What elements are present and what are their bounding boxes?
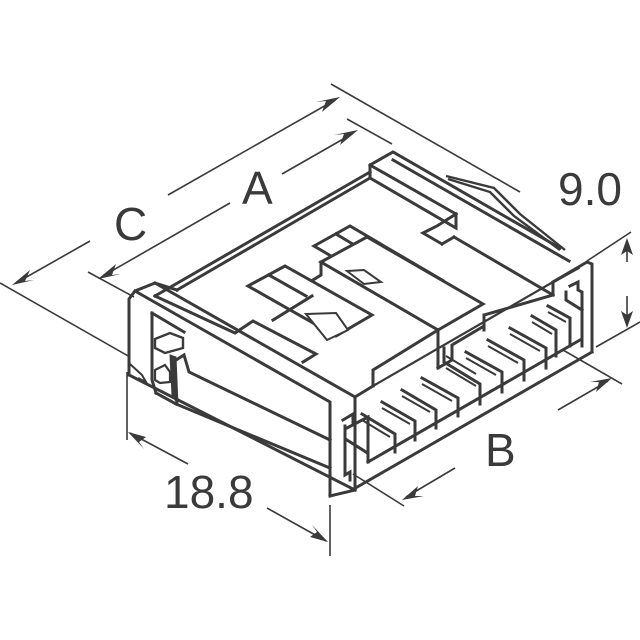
top-deck-right-edge	[451, 234, 556, 298]
arrow-head	[316, 97, 340, 112]
arrow-head	[98, 264, 121, 279]
arrow-head	[310, 525, 328, 542]
dimension-a-line-upper	[281, 133, 353, 175]
dimension-height-label: 9.0	[558, 163, 622, 215]
dimension-c: C	[0, 83, 521, 358]
rear-block-top	[368, 150, 563, 251]
arrow-head	[402, 486, 424, 500]
arrow-head	[12, 270, 34, 285]
latch-spring-upper	[173, 352, 333, 443]
rear-block-ridge	[367, 162, 459, 217]
latch-block	[153, 331, 185, 355]
dimension-a-extension-left	[87, 271, 135, 298]
right-tower-slot	[567, 279, 584, 348]
arrow-head	[334, 130, 358, 145]
latch-spring-inner	[447, 177, 561, 251]
dimension-a: A	[87, 118, 393, 298]
dimension-b-extension-left	[352, 473, 405, 507]
front-top-ledge	[352, 383, 376, 400]
middle-step-line	[372, 281, 554, 387]
top-deck-back-edge	[174, 175, 373, 293]
dimension-depth: 18.8	[126, 372, 331, 556]
bottom-front-edge	[349, 349, 595, 493]
dimension-height-extension-top	[586, 231, 632, 262]
latch-hook	[129, 363, 149, 385]
dimension-a-line-lower	[102, 202, 231, 277]
front-tab-divider	[266, 272, 309, 299]
latch-window-left	[150, 311, 158, 395]
middle-step-right	[482, 293, 555, 332]
dimension-height-extension-bottom	[595, 321, 640, 348]
dimension-b-extension-right	[562, 349, 623, 385]
front-tab-ramp	[303, 311, 350, 342]
dimension-c-extension-right	[330, 83, 521, 193]
rear-block-front	[367, 175, 458, 231]
top-deck-step-join	[270, 293, 315, 323]
latch-window-top	[149, 310, 187, 335]
dimension-a-extension-right	[346, 118, 393, 145]
left-end-outline	[127, 281, 357, 492]
left-end-top	[153, 281, 179, 292]
dimension-c-label: C	[114, 198, 147, 250]
right-tower-notch	[564, 290, 585, 313]
fin	[545, 303, 572, 348]
dimension-c-line-upper	[167, 99, 336, 196]
connector-body	[126, 150, 595, 498]
dimension-b-label: B	[485, 424, 516, 476]
dimension-height: 9.0	[558, 163, 640, 348]
arrow-head	[590, 378, 612, 392]
dimension-b: B	[352, 349, 623, 507]
left-end-front-edge	[132, 288, 332, 498]
latch-spring-lower	[174, 402, 332, 470]
dimension-a-label: A	[242, 162, 273, 214]
center-latch-plate	[317, 235, 486, 332]
rear-block-step	[419, 211, 459, 247]
arrow-head	[621, 311, 633, 328]
latch-base	[153, 390, 179, 407]
rear-block-step-2	[439, 234, 457, 247]
arrow-head	[128, 432, 146, 449]
top-left-edge	[152, 169, 373, 299]
right-tower-top	[550, 265, 581, 285]
latch-ramp	[344, 268, 384, 286]
fin	[442, 346, 482, 406]
center-latch-plate-left	[310, 260, 323, 283]
right-tower-outline	[551, 260, 594, 354]
pin-cavities	[344, 303, 583, 465]
top-right-rail	[390, 157, 572, 264]
fin	[507, 325, 548, 370]
bottom-corner	[328, 488, 357, 498]
fin	[529, 313, 558, 358]
dimension-c-extension-left	[0, 282, 131, 358]
cavity-left-notch	[340, 411, 355, 426]
dimension-depth-label: 18.8	[164, 466, 254, 518]
dimension-c-line-lower	[15, 240, 91, 284]
cavity-floor-rail	[365, 337, 583, 465]
top-deck-front-step	[153, 294, 320, 365]
cavity-left-wall	[343, 424, 352, 482]
latch-block-lower	[153, 363, 172, 385]
latch-spring-outer	[445, 174, 566, 251]
arrow-head	[621, 238, 633, 255]
fin	[344, 414, 370, 464]
front-top-ledge-2	[371, 327, 441, 388]
